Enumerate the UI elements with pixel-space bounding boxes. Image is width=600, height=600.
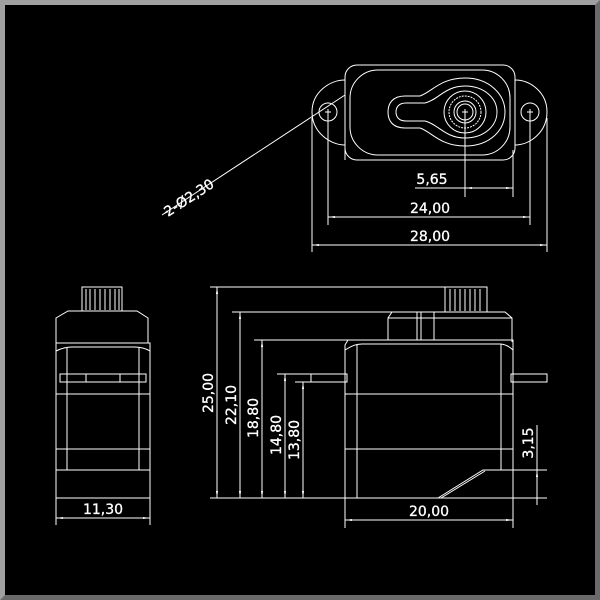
mount-tab-side <box>59 373 147 383</box>
bottom-step <box>437 469 513 499</box>
dim-body-height: 18,80 <box>246 398 262 438</box>
case-body <box>344 339 514 499</box>
front-view: 25,00 22,10 18,80 14,80 13,80 3,15 20,00 <box>201 286 548 528</box>
side-view: 11,30 <box>55 286 151 525</box>
case-outline-top <box>344 64 516 161</box>
dim-hole-spacing: 24,00 <box>410 201 450 217</box>
top-view: 5,65 24,00 28,00 2-Ø2,30 <box>161 64 548 252</box>
top-cap <box>387 311 513 342</box>
dim-tab-top: 14,80 <box>269 415 285 455</box>
hole-note: 2-Ø2,30 <box>161 176 217 220</box>
dim-overall-length: 28,00 <box>410 229 450 245</box>
hole-leader <box>161 94 346 216</box>
case-side <box>55 342 151 499</box>
dim-body-depth: 11,30 <box>83 502 123 518</box>
dim-body-width: 20,00 <box>409 504 449 520</box>
dim-shaft-offset: 5,65 <box>416 172 447 188</box>
mount-ear-outline <box>311 79 548 160</box>
mount-tab-left <box>310 373 348 383</box>
gear-housing <box>387 77 506 147</box>
output-spline-side <box>81 286 123 312</box>
dim-total-height: 25,00 <box>201 373 217 413</box>
output-spline <box>444 286 488 313</box>
dim-tab-bottom: 13,80 <box>287 420 303 460</box>
dim-cap-height: 22,10 <box>224 385 240 425</box>
dim-bottom-step: 3,15 <box>521 427 537 458</box>
mount-tab-right <box>510 373 548 383</box>
top-cap-side <box>55 310 149 343</box>
